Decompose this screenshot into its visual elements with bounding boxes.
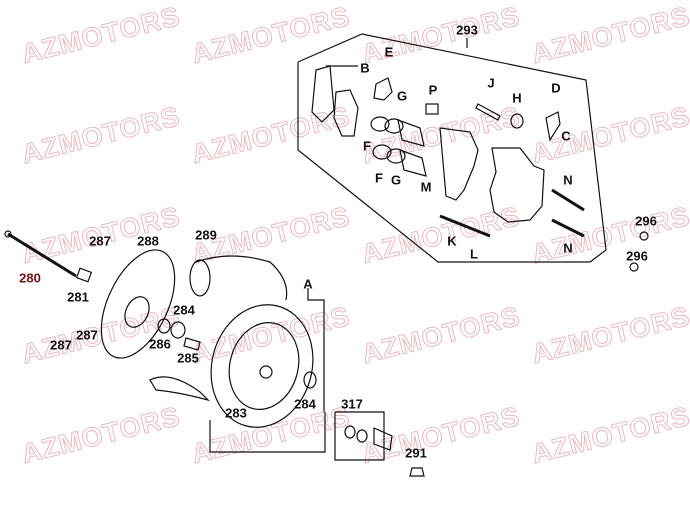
brake-disc-drawing [100,249,176,359]
label-h: H [512,90,522,106]
label-e: E [384,44,394,60]
speedo-gear-drawing [334,411,393,461]
label-c: C [561,128,571,144]
bleeder-cap-drawing [425,103,439,115]
bleeder-drawing [545,111,561,142]
label-280: 280 [19,270,41,286]
label-281: 281 [67,289,89,305]
label-n: N [563,172,573,188]
label-g: G [396,88,408,104]
label-g: G [390,172,402,188]
caliper-group-outline [297,33,607,263]
label-b: B [360,60,370,76]
label-285: 285 [177,350,199,366]
label-l: L [470,246,478,262]
label-284: 284 [294,396,316,412]
axle-drawing [4,230,93,283]
label-289: 289 [195,227,217,243]
label-287: 287 [50,337,72,353]
label-291: 291 [405,445,427,461]
caliper-body-drawing [489,147,545,223]
boot-h-drawing [510,113,524,129]
label-m: M [420,179,432,195]
label-286: 286 [149,336,171,352]
tire-drawing [149,255,288,402]
label-287: 287 [89,233,111,249]
bracket-m-drawing [439,127,479,201]
label-n: N [563,240,573,256]
label-296: 296 [626,248,648,264]
label-283: 283 [225,405,247,421]
label-j: J [487,75,495,91]
label-d: D [551,80,561,96]
wheel-rim-drawing [209,288,326,453]
label-a: A [303,276,313,292]
pistons-seals-drawing [370,116,427,177]
label-296: 296 [635,213,657,229]
label-f: F [375,170,383,186]
brake-pads-drawing [311,65,359,137]
label-287: 287 [76,327,98,343]
nut-drawing [409,467,425,477]
pin-j-drawing [475,103,501,121]
label-k: K [447,233,457,249]
pad-spring-drawing [373,77,393,101]
label-317: 317 [341,396,363,412]
label-p: P [428,82,438,98]
label-f: F [363,138,371,154]
label-288: 288 [137,233,159,249]
label-284: 284 [173,302,195,318]
label-293: 293 [456,22,478,38]
